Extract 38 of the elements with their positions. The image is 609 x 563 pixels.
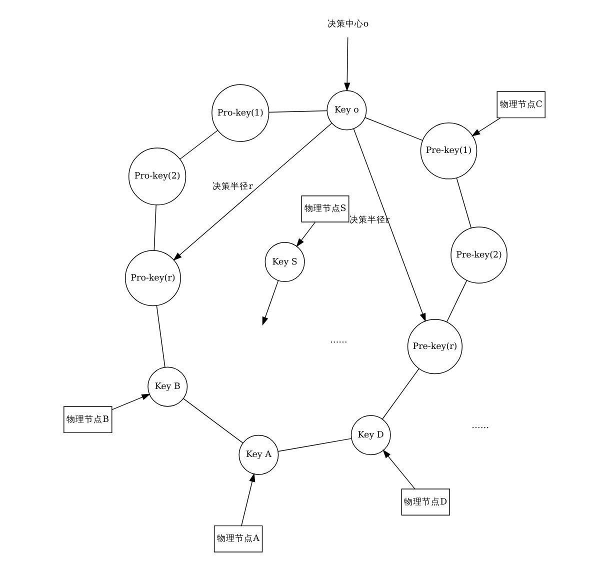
arrow — [173, 122, 332, 261]
connector — [456, 178, 472, 228]
arrow — [471, 117, 501, 136]
node-text: 决策中心o — [327, 19, 369, 30]
connector — [278, 438, 352, 452]
node-box: 物理节点S — [301, 196, 350, 222]
arrow — [241, 473, 256, 526]
arrow — [296, 222, 316, 248]
connector — [183, 398, 244, 444]
arrow — [112, 394, 150, 410]
connector — [156, 305, 166, 368]
connector — [446, 280, 468, 322]
connector — [180, 130, 218, 160]
arrow — [344, 37, 350, 92]
arrow — [262, 280, 279, 326]
node-circle: Pre-key(2) — [450, 226, 508, 284]
node-circle: Key S — [264, 242, 305, 282]
node-circle: Key D — [350, 415, 391, 456]
node-box: 物理节点B — [64, 406, 112, 434]
node-circle: Pro-key(1) — [212, 84, 270, 142]
edge-label: 决策半径r — [212, 182, 253, 192]
connector — [154, 204, 156, 251]
node-box: 物理节点A — [214, 525, 263, 552]
label: …… — [330, 336, 348, 346]
arrow — [382, 450, 416, 490]
connector — [382, 368, 420, 420]
node-box: 物理节点C — [496, 91, 546, 118]
node-circle: Key B — [148, 366, 188, 407]
connector — [268, 110, 328, 113]
node-box: 物理节点D — [401, 488, 450, 516]
node-circle: Key A — [238, 434, 279, 475]
node-circle: Key o — [326, 90, 367, 130]
node-circle: Pro-key(2) — [128, 148, 186, 206]
node-circle: Pre-key(r) — [407, 319, 462, 374]
connector — [364, 117, 423, 141]
node-circle: Pre-key(1) — [420, 122, 478, 180]
label: …… — [472, 420, 490, 431]
arrow — [353, 128, 426, 322]
